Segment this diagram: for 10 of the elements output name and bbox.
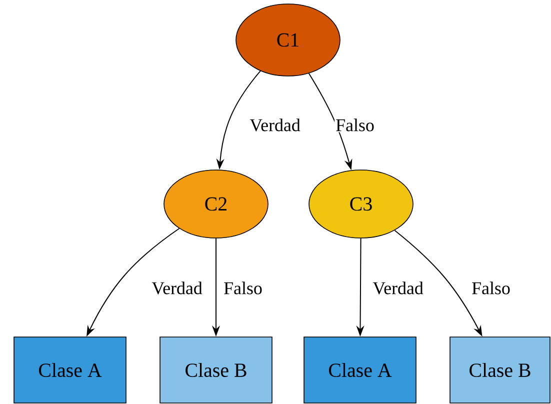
edge-label: Verdad bbox=[372, 280, 424, 296]
class-box: Clase A bbox=[304, 336, 416, 404]
class-box: Clase B bbox=[450, 336, 550, 404]
edge-label: Verdad bbox=[248, 118, 302, 132]
class-box: Clase B bbox=[160, 336, 272, 404]
edge-label: Verdad bbox=[150, 280, 204, 296]
edge-label: Falso bbox=[334, 118, 376, 132]
edge-label: Falso bbox=[222, 280, 264, 296]
class-box: Clase A bbox=[14, 336, 126, 404]
edge-label: Falso bbox=[470, 280, 512, 296]
